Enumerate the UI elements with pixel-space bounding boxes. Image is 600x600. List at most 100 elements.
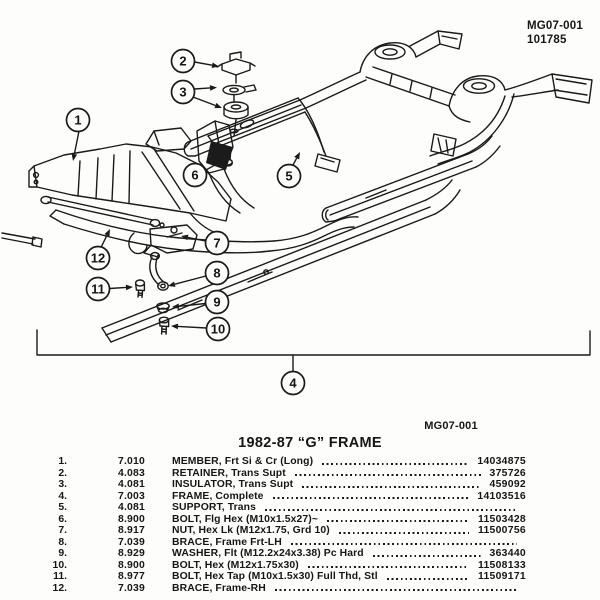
flat-washer xyxy=(156,302,170,314)
page-title: 1982-87 “G” FRAME xyxy=(238,435,382,451)
group-number: 7.039 xyxy=(117,582,145,594)
group-number: 4.081 xyxy=(117,479,145,490)
frame-complete-bracket xyxy=(36,329,591,372)
frame-front-bracket xyxy=(128,224,198,258)
parts-table-row: 5. 4.081 SUPPORT, Trans xyxy=(40,502,526,514)
document-code: MG07-001 xyxy=(527,20,583,32)
leader-dots xyxy=(327,520,469,522)
callout-balloon-11: 11 xyxy=(85,276,111,302)
group-number: 8.900 xyxy=(117,559,145,571)
item-number: 6. xyxy=(58,513,67,525)
part-description: SUPPORT, Trans xyxy=(172,502,256,513)
leader-dots xyxy=(372,554,481,557)
leader-dots xyxy=(307,566,469,568)
callout-balloon-7: 7 xyxy=(204,230,230,256)
part-number: 14103516 xyxy=(477,490,526,502)
callout-balloon-2: 2 xyxy=(170,48,196,74)
item-number: 4. xyxy=(58,490,67,502)
group-number: 7.003 xyxy=(117,490,145,502)
svg-text:10: 10 xyxy=(211,322,225,337)
svg-text:2: 2 xyxy=(179,54,186,69)
part-number: 11500756 xyxy=(477,525,526,536)
item-number: 1. xyxy=(58,456,67,467)
part-number: 459092 xyxy=(489,479,526,490)
leader-dots xyxy=(290,543,517,545)
parts-table-row: 2. 4.083 RETAINER, Trans Supt 375726 xyxy=(40,468,526,480)
part-description: BRACE, Frame Frt-LH xyxy=(172,536,282,548)
leader-dots xyxy=(338,531,469,534)
item-number: 11. xyxy=(53,571,67,582)
document-code-block: MG07-001 101785 xyxy=(527,20,583,47)
group-number: 7.039 xyxy=(117,536,145,548)
parts-table-row: 8. 7.039 BRACE, Frame Frt-LH xyxy=(40,537,526,549)
svg-text:11: 11 xyxy=(91,282,105,297)
part-number: 375726 xyxy=(489,467,526,479)
parts-table-row: 4. 7.003 FRAME, Complete 14103516 xyxy=(40,491,526,503)
leader-dots xyxy=(322,462,469,465)
callout-balloon-10: 10 xyxy=(205,316,231,342)
callout-balloon-3: 3 xyxy=(170,79,196,105)
part-description: NUT, Hex Lk (M12x1.75, Grd 10) xyxy=(172,525,330,536)
part-number: 11509171 xyxy=(477,571,526,582)
part-description: BRACE, Frame-RH xyxy=(172,582,266,594)
rear-frame-section xyxy=(207,30,593,165)
leader-dots xyxy=(386,577,469,580)
part-description: INSULATOR, Trans Supt xyxy=(172,479,294,490)
item-number: 5. xyxy=(58,502,67,513)
item-number: 8. xyxy=(58,536,67,548)
callout-balloon-6: 6 xyxy=(182,162,208,188)
brace-bolt xyxy=(134,279,146,299)
part-description: BOLT, Hex (M12x1.75x30) xyxy=(172,559,299,571)
item-number: 9. xyxy=(58,548,67,559)
parts-table-row: 6. 8.900 BOLT, Flg Hex (M10x1.5x27)~ 115034… xyxy=(40,514,526,526)
group-number: 8.977 xyxy=(117,571,145,582)
document-number: 101785 xyxy=(527,33,567,46)
front-brace-link xyxy=(149,251,169,291)
trans-insulators xyxy=(222,84,257,137)
item-number: 2. xyxy=(58,467,67,479)
item-number: 12. xyxy=(52,582,67,594)
trans-mount-retainer xyxy=(216,51,256,84)
part-number: 11503428 xyxy=(477,513,526,525)
group-number: 4.083 xyxy=(117,467,145,479)
callout-balloon-9: 9 xyxy=(204,289,230,315)
frame-brace-rod xyxy=(40,195,165,228)
callout-balloon-12: 12 xyxy=(85,245,111,271)
group-number: 8.900 xyxy=(117,513,145,525)
item-number: 10. xyxy=(52,559,67,571)
callout-balloon-8: 8 xyxy=(204,260,230,286)
hex-bolt xyxy=(158,316,170,335)
parts-table-row: 11. 8.977 BOLT, Hex Tap (M10x1.5x30) Full … xyxy=(40,571,526,583)
part-number: 14034875 xyxy=(477,456,526,467)
part-description: WASHER, Flt (M12.2x24x3.38) Pc Hard xyxy=(172,548,364,559)
front-crossmember-assembly xyxy=(1,120,359,254)
leader-dots xyxy=(302,485,481,488)
part-description: RETAINER, Trans Supt xyxy=(172,467,286,479)
figure-code: MG07-001 xyxy=(424,420,478,432)
item-number: 7. xyxy=(58,525,67,536)
part-number: 11508133 xyxy=(477,559,526,571)
group-number: 4.081 xyxy=(117,502,145,513)
callout-balloon-4: 4 xyxy=(280,370,306,396)
svg-text:3: 3 xyxy=(179,85,186,100)
leader-dots xyxy=(274,589,517,591)
part-description: BOLT, Hex Tap (M10x1.5x30) Full Thd, Stl xyxy=(172,571,378,582)
part-description: FRAME, Complete xyxy=(172,490,264,502)
svg-text:8: 8 xyxy=(213,266,220,281)
callout-balloon-5: 5 xyxy=(276,163,302,189)
leader-dots xyxy=(272,497,469,499)
callout-leader-arrows xyxy=(71,61,300,330)
parts-table-row: 12. 7.039 BRACE, Frame-RH xyxy=(40,583,526,595)
svg-text:1: 1 xyxy=(74,113,81,128)
svg-text:9: 9 xyxy=(213,295,220,310)
leader-dots xyxy=(294,474,481,476)
svg-text:5: 5 xyxy=(285,169,292,184)
svg-text:4: 4 xyxy=(289,376,297,391)
part-description: BOLT, Flg Hex (M10x1.5x27)~ xyxy=(172,513,319,525)
parts-table-row: 10. 8.900 BOLT, Hex (M12x1.75x30) 11508133 xyxy=(40,560,526,572)
